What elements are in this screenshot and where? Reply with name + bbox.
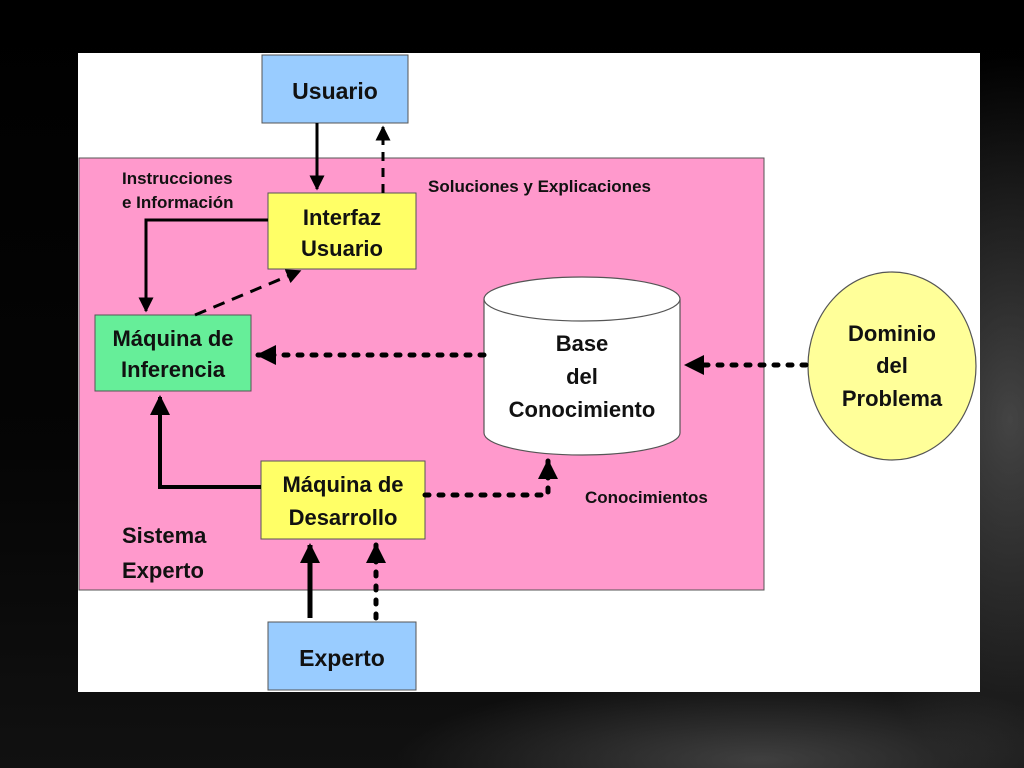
- experto-label: Experto: [299, 645, 385, 671]
- instrucciones-label-line2: e Información: [122, 193, 233, 212]
- sistema-label-line2: Experto: [122, 558, 204, 583]
- base-label-line2: del: [566, 364, 598, 389]
- conocimientos-label: Conocimientos: [585, 488, 708, 507]
- desarrollo-label-line1: Máquina de: [282, 472, 403, 497]
- soluciones-label: Soluciones y Explicaciones: [428, 177, 651, 196]
- maquina-desarrollo-box: [260, 460, 426, 540]
- usuario-label: Usuario: [292, 78, 378, 104]
- interfaz-label-line1: Interfaz: [303, 205, 381, 230]
- arrow-interfaz-to-inferencia: [138, 218, 268, 313]
- experto-box: [267, 621, 417, 691]
- base-conocimiento-cylinder: [483, 276, 681, 456]
- sistema-label-line1: Sistema: [122, 523, 207, 548]
- base-label-line1: Base: [556, 331, 609, 356]
- desarrollo-label-line2: Desarrollo: [289, 505, 398, 530]
- expert-system-diagram: Usuario Interfaz Usuario Máquina de Infe…: [78, 54, 977, 691]
- dominio-label-line3: Problema: [842, 386, 943, 411]
- arrow-desarrollo-to-inferencia: [150, 395, 261, 489]
- inferencia-label-line1: Máquina de: [112, 326, 233, 351]
- usuario-box: [261, 54, 409, 124]
- maquina-inferencia-box: [94, 314, 252, 392]
- diagram-slide: Usuario Interfaz Usuario Máquina de Infe…: [78, 53, 980, 692]
- base-label-line3: Conocimiento: [509, 397, 656, 422]
- interfaz-usuario-box: [267, 192, 417, 270]
- arrow-desarrollo-to-base: [422, 458, 558, 498]
- dominio-label-line2: del: [876, 353, 908, 378]
- dominio-label-line1: Dominio: [848, 321, 936, 346]
- instrucciones-label-line1: Instrucciones: [122, 169, 233, 188]
- inferencia-label-line2: Inferencia: [121, 357, 226, 382]
- interfaz-label-line2: Usuario: [301, 236, 383, 261]
